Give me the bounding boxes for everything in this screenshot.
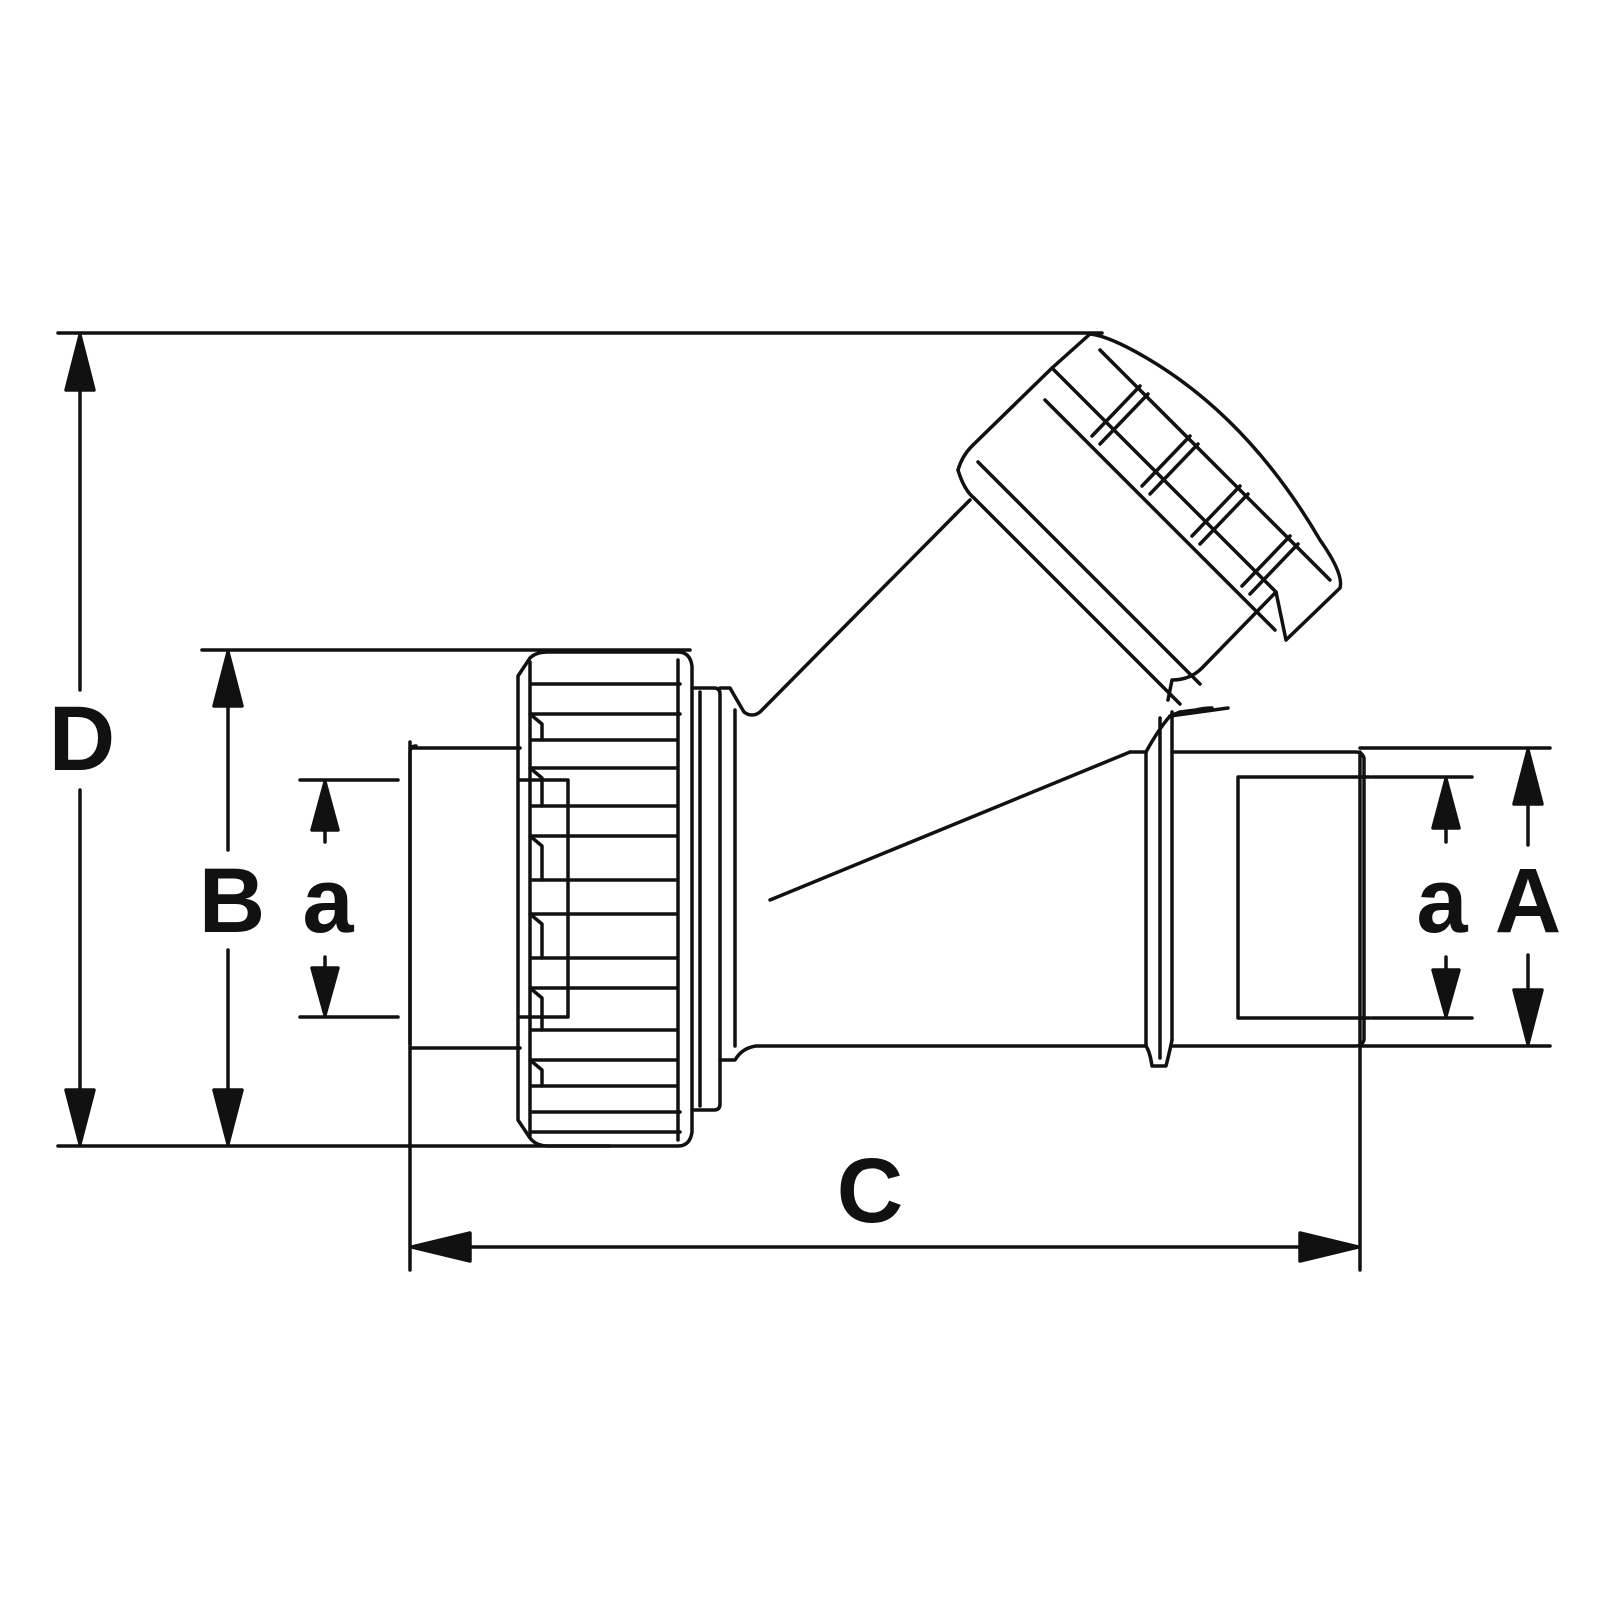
dimension-label-big-a: A (1495, 850, 1561, 952)
strainer-cap-assembly (953, 332, 1343, 718)
dimension-c-arrow-right (1298, 1231, 1360, 1263)
dimension-d-arrow-up (64, 333, 96, 392)
dimension-big-a-arrow-down (1512, 988, 1544, 1046)
dimension-a-right-arrow-down (1431, 968, 1461, 1018)
dimension-a-left-arrow-up (310, 780, 340, 832)
union-nut (516, 650, 722, 1148)
union-nut-ribs (530, 682, 682, 1134)
dimension-label-b: B (199, 850, 265, 952)
strainer-body (718, 513, 1372, 1068)
left-socket-end (408, 744, 570, 1050)
dimension-a-left-arrow-down (310, 966, 340, 1017)
dimension-arrows (64, 333, 1544, 1263)
dimension-big-a-arrow-up (1512, 748, 1544, 806)
dimension-label-c: C (837, 1140, 903, 1242)
dimension-label-a-right: a (1416, 850, 1468, 952)
strainer-cap-ribs (1090, 384, 1300, 596)
dimension-label-d: D (49, 688, 115, 790)
dimension-a-right-arrow-up (1431, 777, 1461, 830)
dimension-label-a-left: a (302, 850, 354, 952)
dimension-b-arrow-up (212, 650, 244, 708)
union-nut-rib-teeth (528, 712, 544, 1088)
dimension-d-arrow-down (64, 1088, 96, 1146)
dimension-b-arrow-down (212, 1088, 244, 1146)
extension-lines (56, 331, 1552, 1272)
dimension-c-arrow-left (410, 1231, 472, 1263)
